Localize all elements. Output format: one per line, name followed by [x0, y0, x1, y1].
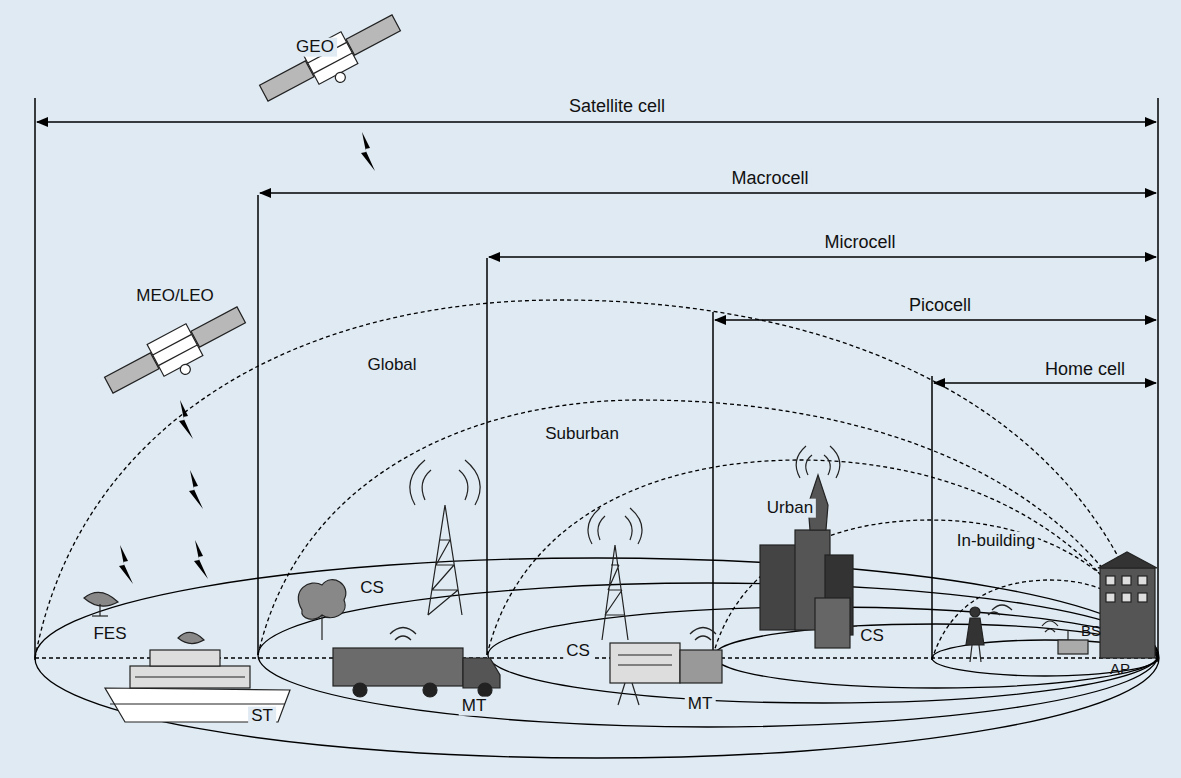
text-label: CS: [563, 642, 593, 661]
cell-ellipses: [35, 558, 1159, 758]
pedestrian: [966, 605, 1012, 662]
text-label: Satellite cell: [566, 97, 668, 117]
home-building: [1098, 552, 1157, 658]
text-label: CS: [357, 579, 387, 598]
micro-tower: [588, 508, 642, 640]
text-label: GEO: [293, 38, 337, 57]
coverage-domes: [35, 300, 1158, 660]
text-label: MT: [685, 695, 716, 714]
meo-leo-satellite: [100, 299, 254, 409]
text-label: FES: [90, 625, 129, 644]
radio-links: [119, 132, 375, 584]
text-label: Home cell: [1042, 360, 1128, 380]
text-label: MEO/LEO: [133, 287, 216, 306]
macro-tower: [410, 460, 480, 615]
geo-satellite: [255, 7, 409, 117]
text-label: Suburban: [542, 425, 622, 444]
tree: [298, 580, 346, 640]
text-label: Global: [364, 356, 419, 375]
text-label: Macrocell: [728, 169, 811, 189]
van: [610, 628, 722, 706]
text-label: Picocell: [906, 296, 974, 316]
truck: [333, 628, 500, 698]
text-label: Microcell: [821, 233, 898, 253]
text-label: AP: [1107, 661, 1133, 678]
text-label: Urban: [764, 499, 816, 518]
dimension-arrows: [37, 122, 1156, 383]
earth-station-dish: [84, 592, 118, 616]
text-label: In-building: [954, 532, 1038, 551]
text-label: MT: [459, 697, 490, 716]
city-buildings: [760, 446, 853, 648]
text-label: BS: [1078, 623, 1104, 640]
text-label: ST: [248, 707, 276, 726]
text-label: CS: [857, 627, 887, 646]
frame-lines: [35, 98, 1158, 662]
